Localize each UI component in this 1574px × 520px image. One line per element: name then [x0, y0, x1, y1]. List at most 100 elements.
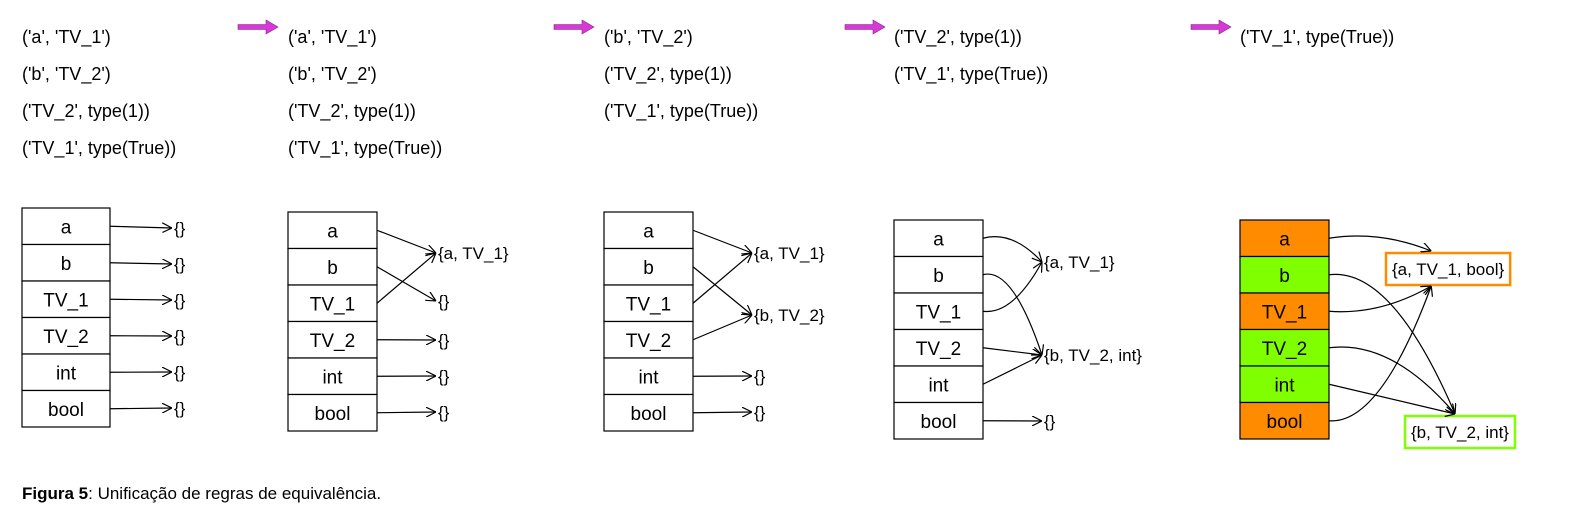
equivalence-set: {}	[174, 255, 186, 274]
table-cell-label: int	[56, 363, 77, 384]
equivalence-set: {}	[1044, 412, 1056, 431]
equivalence-set: {}	[754, 403, 766, 422]
rule-line: ('TV_2', type(1))	[22, 101, 150, 122]
table-cell	[1239, 255, 1330, 294]
table-cell-label: b	[327, 258, 338, 279]
mapping-arrow	[1328, 286, 1431, 422]
table-cell-label: bool	[921, 412, 957, 433]
equivalence-set-box	[1384, 251, 1512, 287]
table-cell-label: b	[61, 254, 72, 275]
equivalence-set: {}	[174, 399, 186, 418]
table-cell-label: int	[638, 367, 659, 388]
equivalence-set: {a, TV_1}	[438, 244, 509, 263]
panel-2: ('a', 'TV_1')('b', 'TV_2')('TV_2', type(…	[287, 27, 509, 432]
table-cell	[893, 328, 984, 367]
table-cell-label: bool	[315, 404, 351, 425]
table-cell-label: bool	[631, 404, 667, 425]
rule-line: ('b', 'TV_2')	[22, 64, 111, 85]
step-arrow-icon	[1190, 19, 1232, 35]
equivalence-set: {}	[438, 367, 450, 386]
panel-1: ('a', 'TV_1') ('b', 'TV_2') ('TV_2', type(…	[21, 27, 186, 428]
rule-line: ('TV_1', type(True))	[22, 138, 176, 159]
equivalence-set: {a, TV_1}	[1044, 253, 1115, 272]
table-cell	[603, 247, 694, 286]
rule-line: ('TV_1', type(True))	[604, 101, 758, 122]
mapping-arrow	[376, 253, 436, 304]
table-cell	[21, 389, 111, 428]
step-arrow-icon	[844, 19, 886, 35]
rule-line: ('TV_1', type(True))	[1240, 27, 1394, 48]
equivalence-set: {a, TV_1, bool}	[1392, 260, 1504, 279]
rule-line: ('TV_2', type(1))	[894, 27, 1022, 48]
table-cell	[603, 357, 694, 396]
mapping-arrow	[109, 226, 172, 228]
table-cell	[21, 243, 111, 282]
table-cell-label: bool	[48, 400, 84, 421]
table-cell	[21, 207, 111, 246]
mapping-arrow	[982, 347, 1042, 355]
unification-diagram: ('a', 'TV_1') ('b', 'TV_2') ('TV_2', type(…	[21, 19, 1517, 450]
mapping-arrow	[982, 236, 1042, 262]
figure-caption-text: : Unificação de regras de equivalência.	[88, 484, 382, 503]
figure-caption-label: Figura 5	[22, 484, 89, 503]
equivalence-set-box	[1403, 414, 1517, 450]
table-cell	[287, 393, 378, 432]
equivalence-set: {}	[174, 363, 186, 382]
table-cell-label: TV_1	[626, 294, 671, 315]
mapping-arrow	[692, 412, 752, 413]
step-arrow-icon	[237, 19, 279, 35]
mapping-arrow	[376, 266, 436, 301]
rule-line: ('TV_2', type(1))	[288, 101, 416, 122]
table-cell	[893, 365, 984, 404]
equivalence-set: {}	[438, 331, 450, 350]
table-cell-label: int	[928, 375, 949, 396]
rule-line: ('b', 'TV_2')	[604, 27, 693, 48]
panel-3: ('b', 'TV_2') ('TV_2', type(1)) ('TV_1', t…	[603, 27, 825, 432]
mapping-arrow	[692, 229, 752, 253]
table-cell-label: TV_2	[1262, 339, 1307, 360]
equivalence-set: {b, TV_2, int}	[1411, 423, 1509, 442]
mapping-arrow	[982, 355, 1042, 385]
table-cell	[893, 255, 984, 294]
rule-line: ('TV_1', type(True))	[288, 138, 442, 159]
mapping-arrow	[109, 408, 172, 409]
table-cell	[603, 320, 694, 359]
table-cell-label: TV_2	[310, 331, 355, 352]
table-cell-label: int	[1274, 375, 1295, 396]
table-cell-label: b	[933, 266, 944, 287]
table-cell-label: a	[643, 221, 654, 242]
equivalence-set: {}	[174, 327, 186, 346]
equivalence-set: {a, TV_1}	[754, 244, 825, 263]
panel-4: ('TV_2', type(1)) ('TV_1', type(True)) abT…	[893, 27, 1142, 440]
table-cell-label: a	[1279, 229, 1290, 250]
table-cell-label: a	[327, 221, 338, 242]
table-cell	[893, 292, 984, 331]
mapping-arrow	[692, 266, 752, 315]
table-cell-label: TV_1	[310, 294, 355, 315]
table-cell-label: a	[933, 229, 944, 250]
rule-line: ('a', 'TV_1')	[22, 27, 111, 48]
equivalence-set: {b, TV_2, int}	[1044, 346, 1142, 365]
table-cell-label: int	[322, 367, 343, 388]
table-cell-label: TV_2	[916, 339, 961, 360]
mapping-arrow	[376, 412, 436, 413]
table-cell	[893, 401, 984, 440]
rule-line: ('a', 'TV_1')	[288, 27, 377, 48]
mapping-arrow	[1328, 273, 1455, 414]
equivalence-set: {}	[438, 292, 450, 311]
equivalence-set: {b, TV_2}	[754, 306, 825, 325]
table-cell-label: bool	[1267, 412, 1303, 433]
equivalence-set: {}	[174, 291, 186, 310]
rule-line: ('TV_2', type(1))	[604, 64, 732, 85]
mapping-arrow	[109, 263, 172, 264]
table-cell-label: b	[1279, 266, 1290, 287]
table-cell	[1239, 292, 1330, 331]
table-cell-label: TV_1	[1262, 302, 1307, 323]
mapping-arrow	[1328, 346, 1455, 414]
table-cell	[287, 320, 378, 359]
mapping-arrow	[692, 253, 752, 304]
table-cell-label: b	[643, 258, 654, 279]
rule-line: ('TV_1', type(True))	[894, 64, 1048, 85]
mapping-arrow	[982, 262, 1042, 313]
